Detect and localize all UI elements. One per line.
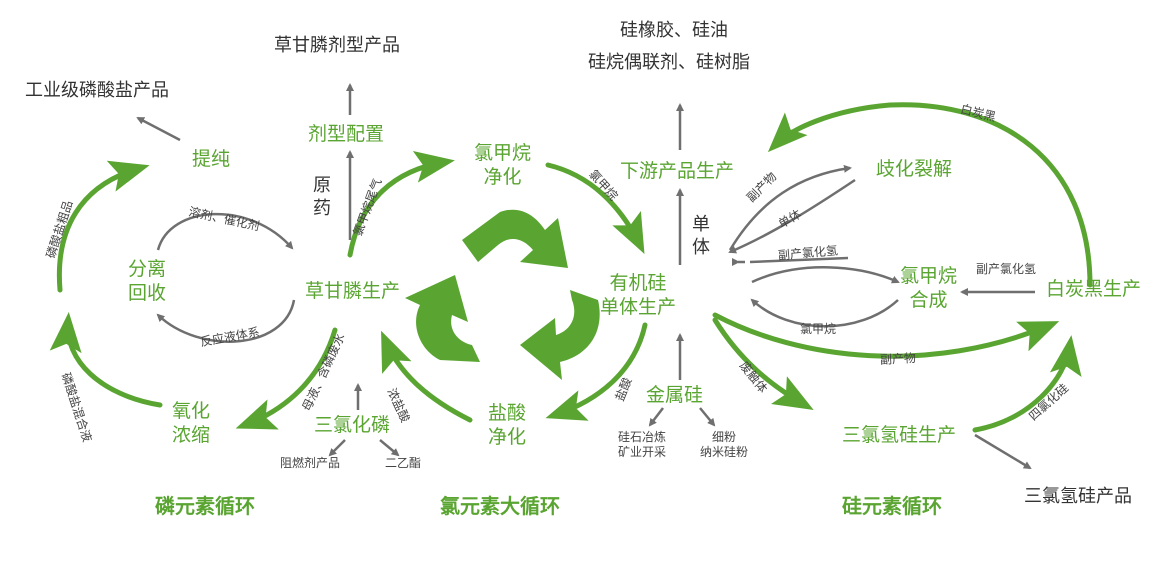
purify-label: 提纯	[192, 148, 231, 170]
monomer-label: 单 体	[692, 214, 710, 258]
industrial-phosphate-label: 工业级磷酸盐产品	[25, 80, 169, 101]
silicon-cycle-title: 硅元素循环	[842, 494, 942, 518]
trichlorosilane-product-label: 三氯氢硅产品	[1024, 486, 1132, 507]
rubber-oil-label: 硅橡胶、硅油	[620, 20, 728, 41]
raw-drug-label: 原 药	[313, 175, 331, 219]
white-carbon-production-label: 白炭黑生产	[1046, 278, 1142, 300]
chloromethane-synth-label: 氯甲烷 合成	[900, 265, 958, 311]
metal-silicon-label: 金属硅	[646, 384, 704, 406]
chloromethane-arrow-label: 氯甲烷	[800, 322, 837, 336]
flame-retardant-label: 阻燃剂产品	[280, 456, 341, 470]
glyphosate-production-label: 草甘膦生产	[305, 280, 401, 302]
phosphorus-cycle-title: 磷元素循环	[155, 494, 255, 518]
silane-resin-label: 硅烷偶联剂、硅树脂	[588, 52, 750, 73]
chlorine-green-arrows	[347, 150, 648, 423]
silicon-green-arrows	[712, 102, 1093, 433]
byproduct-2-label: 副产物	[879, 351, 917, 367]
chlorine-cycle-title: 氯元素大循环	[440, 494, 560, 518]
trichlorosilane-production-label: 三氯氢硅生产	[842, 424, 957, 446]
oxidize-concentrate-label: 氧化 浓缩	[172, 400, 211, 446]
separate-recover-label: 分离 回收	[128, 258, 167, 304]
recycle-icon	[405, 209, 600, 380]
chloromethane-purify-label: 氯甲烷 净化	[474, 142, 532, 188]
hcl-purify-label: 盐酸 净化	[488, 402, 527, 448]
byproduct-hcl-2-label: 副产氯化氢	[976, 262, 1037, 276]
fine-powder-label: 细粉 纳米硅粉	[700, 430, 749, 459]
ore-label: 硅石冶炼 矿业开采	[618, 430, 667, 459]
formulation-product-label: 草甘膦剂型产品	[274, 35, 400, 56]
phosphorus-green-arrows	[49, 160, 338, 430]
formulation-label: 剂型配置	[308, 123, 385, 145]
pcl3-label: 三氯化磷	[314, 414, 391, 436]
gray-arrows	[136, 83, 1035, 470]
cracking-label: 歧化裂解	[876, 158, 953, 180]
downstream-label: 下游产品生产	[620, 160, 735, 182]
diethyl-ester-label: 二乙酯	[385, 456, 422, 470]
organosilicon-production-label: 有机硅 单体生产	[600, 272, 677, 318]
